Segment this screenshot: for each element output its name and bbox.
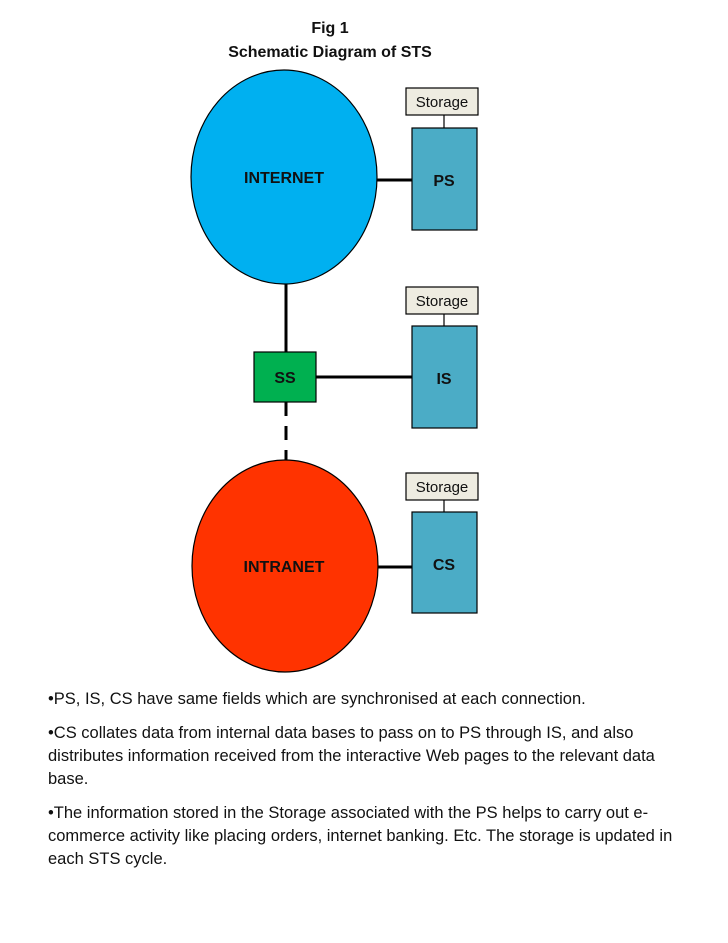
is-node: [411, 325, 478, 429]
figure-number: Fig 1: [311, 20, 349, 37]
figure-title: Schematic Diagram of STS: [228, 44, 432, 61]
intranet-node: [191, 459, 379, 673]
note-sync-fields: •PS, IS, CS have same fields which are s…: [48, 690, 586, 708]
ps-storage-label: Storage: [416, 94, 469, 111]
cs-storage-box: [405, 472, 479, 501]
cs-label: CS: [433, 557, 456, 574]
cs-node: [411, 511, 478, 614]
note-cs-collates: •CS collates data from internal data bas…: [48, 724, 655, 788]
internet-node: [190, 69, 378, 285]
ps-node: [411, 127, 478, 231]
sts-diagram: INTERNET INTRANET SS PS Storage IS Stora…: [190, 69, 479, 673]
ps-label: PS: [433, 173, 455, 190]
intranet-label: INTRANET: [244, 559, 325, 576]
ps-storage-box: [405, 87, 479, 116]
is-storage-label: Storage: [416, 293, 469, 310]
ss-node: [253, 351, 317, 403]
notes-section: •PS, IS, CS have same fields which are s…: [48, 688, 688, 882]
is-storage-box: [405, 286, 479, 315]
cs-storage-label: Storage: [416, 479, 469, 496]
ss-label: SS: [274, 370, 296, 387]
note-storage-ecommerce: •The information stored in the Storage a…: [48, 804, 673, 868]
internet-label: INTERNET: [244, 170, 324, 187]
is-label: IS: [436, 371, 451, 388]
